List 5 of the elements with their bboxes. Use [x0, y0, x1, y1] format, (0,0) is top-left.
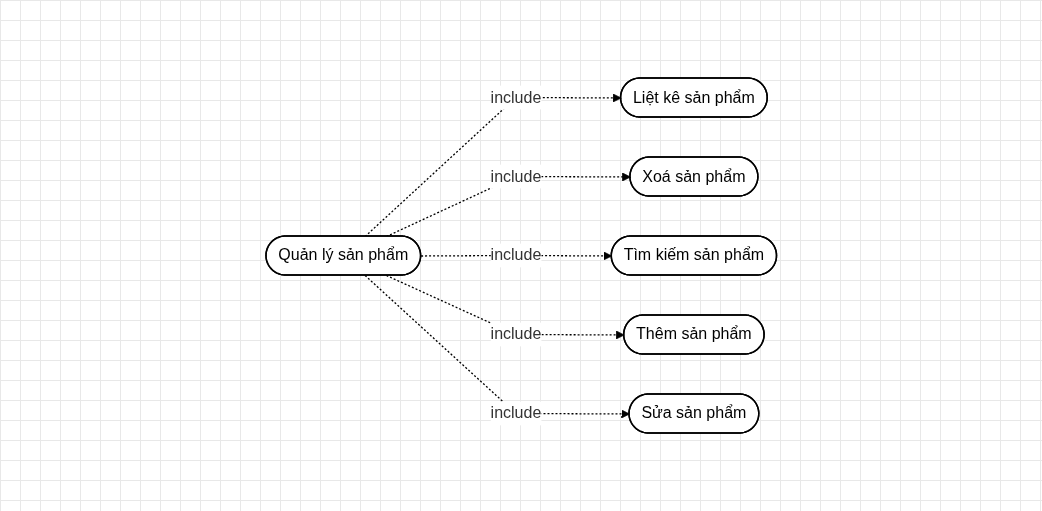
edge-label: include — [490, 167, 542, 185]
edge-label: include — [490, 404, 542, 422]
edge-label: include — [490, 88, 542, 106]
edge-label: include — [490, 246, 542, 264]
edge-label: include — [490, 325, 542, 343]
